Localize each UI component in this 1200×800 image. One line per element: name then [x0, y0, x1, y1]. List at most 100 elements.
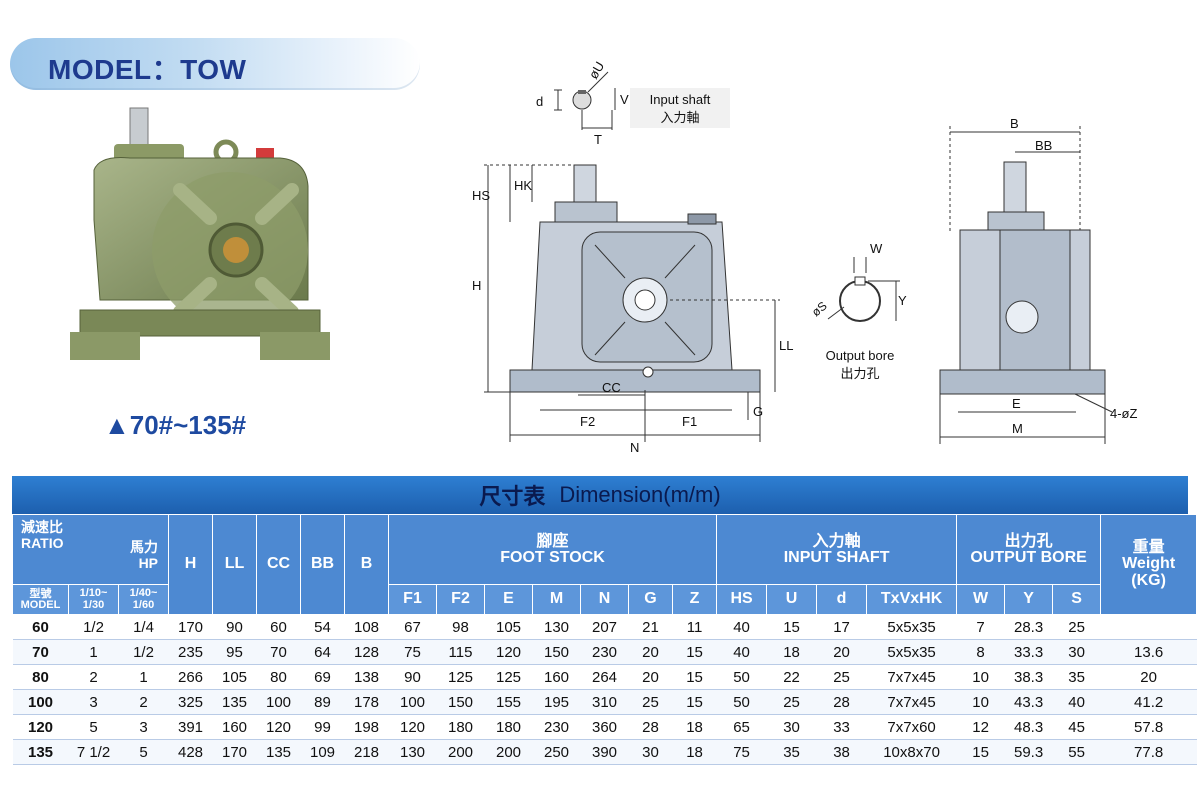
- table-cell: 5x5x35: [866, 639, 957, 665]
- table-cell: 41.2: [1100, 689, 1197, 715]
- table-cell: 198: [344, 714, 389, 740]
- col-h: H: [168, 514, 214, 615]
- table-cell: 40: [716, 639, 767, 665]
- table-cell: 95: [212, 639, 257, 665]
- table-cell: 98: [436, 614, 485, 640]
- table-cell: 155: [484, 689, 533, 715]
- table-cell: 80: [256, 664, 301, 690]
- table-cell: 35: [1052, 664, 1101, 690]
- col-y: Y: [1004, 584, 1054, 615]
- col-s: S: [1052, 584, 1102, 615]
- table-cell: 178: [344, 689, 389, 715]
- table-cell: 264: [580, 664, 629, 690]
- model-cell: 60: [12, 614, 69, 640]
- model-cell: 80: [12, 664, 69, 690]
- table-cell: 38: [816, 739, 867, 765]
- table-cell: 325: [168, 689, 213, 715]
- col-e: E: [484, 584, 534, 615]
- table-cell: 75: [716, 739, 767, 765]
- table-cell: 3: [68, 689, 119, 715]
- table-cell: 170: [212, 739, 257, 765]
- table-cell: 21: [628, 614, 673, 640]
- table-cell: 57.8: [1100, 714, 1197, 740]
- table-cell: 15: [956, 739, 1005, 765]
- table-cell: 25: [766, 689, 817, 715]
- table-cell: 20: [628, 639, 673, 665]
- table-cell: 230: [532, 714, 581, 740]
- dim-t-label: T: [594, 132, 602, 147]
- table-cell: 5: [118, 739, 169, 765]
- table-cell: 120: [484, 639, 533, 665]
- table-cell: 390: [580, 739, 629, 765]
- table-cell: 170: [168, 614, 213, 640]
- table-cell: 54: [300, 614, 345, 640]
- table-cell: 7x7x60: [866, 714, 957, 740]
- col-g: G: [628, 584, 674, 615]
- table-cell: 65: [716, 714, 767, 740]
- table-cell: 13.6: [1100, 639, 1197, 665]
- table-cell: 75: [388, 639, 437, 665]
- table-cell: 18: [672, 739, 717, 765]
- table-cell: 180: [436, 714, 485, 740]
- dim-s-label: øS: [809, 299, 830, 320]
- table-cell: 360: [580, 714, 629, 740]
- dim-cc-label: CC: [602, 380, 621, 395]
- table-cell: 125: [436, 664, 485, 690]
- dim-u-label: øU: [586, 59, 608, 82]
- table-cell: 120: [256, 714, 301, 740]
- col-w: W: [956, 584, 1006, 615]
- table-cell: 138: [344, 664, 389, 690]
- table-cell: 43.3: [1004, 689, 1053, 715]
- col-z: Z: [672, 584, 718, 615]
- table-title-en: Dimension(m/m): [559, 482, 721, 507]
- dim-hk-label: HK: [514, 178, 532, 193]
- table-cell: 7 1/2: [68, 739, 119, 765]
- col-n: N: [580, 584, 630, 615]
- table-cell: 7x7x45: [866, 664, 957, 690]
- table-cell: 108: [344, 614, 389, 640]
- table-cell: 45: [1052, 714, 1101, 740]
- table-cell: 15: [766, 614, 817, 640]
- table-cell: 89: [300, 689, 345, 715]
- table-cell: 48.3: [1004, 714, 1053, 740]
- table-cell: 22: [766, 664, 817, 690]
- table-cell: 8: [956, 639, 1005, 665]
- side-view-drawing: B BB E M 4-øZ: [939, 116, 1138, 444]
- col-hs: HS: [716, 584, 768, 615]
- table-cell: 200: [484, 739, 533, 765]
- model-cell: 70: [12, 639, 69, 665]
- table-cell: 17: [816, 614, 867, 640]
- table-cell: 11: [672, 614, 717, 640]
- table-cell: [1100, 614, 1197, 640]
- model-cell: 135: [12, 739, 69, 765]
- table-cell: 180: [484, 714, 533, 740]
- table-cell: 100: [256, 689, 301, 715]
- table-cell: 5: [68, 714, 119, 740]
- col-m: M: [532, 584, 582, 615]
- table-cell: 10: [956, 689, 1005, 715]
- dim-bb-label: BB: [1035, 138, 1052, 153]
- table-cell: 1: [118, 664, 169, 690]
- table-cell: 150: [436, 689, 485, 715]
- table-cell: 99: [300, 714, 345, 740]
- table-cell: 90: [212, 614, 257, 640]
- table-cell: 7: [956, 614, 1005, 640]
- dim-ll-label: LL: [779, 338, 793, 353]
- table-cell: 25: [628, 689, 673, 715]
- table-cell: 128: [344, 639, 389, 665]
- dim-y-label: Y: [898, 293, 907, 308]
- table-title-bar: 尺寸表 Dimension(m/m): [12, 476, 1188, 514]
- table-cell: 266: [168, 664, 213, 690]
- table-cell: 200: [436, 739, 485, 765]
- dim-h-label: H: [472, 278, 481, 293]
- table-cell: 70: [256, 639, 301, 665]
- table-cell: 120: [388, 714, 437, 740]
- weight-header: 重量 Weight (KG): [1100, 514, 1198, 615]
- dim-f1-label: F1: [682, 414, 697, 429]
- col-cc: CC: [256, 514, 302, 615]
- table-title-cn: 尺寸表: [479, 485, 546, 510]
- table-cell: 60: [256, 614, 301, 640]
